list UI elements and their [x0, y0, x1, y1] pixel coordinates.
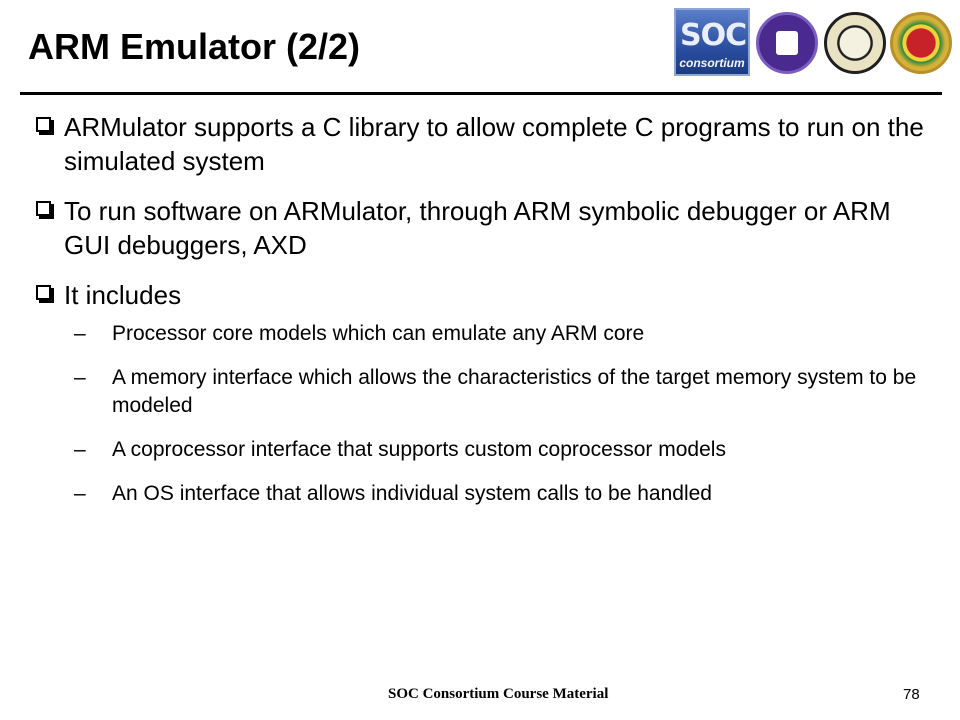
- sub-item: – An OS interface that allows individual…: [36, 480, 942, 508]
- university-seal-purple: [756, 12, 818, 74]
- bullet-text: It includes: [64, 280, 182, 310]
- sub-item-text: A coprocessor interface that supports cu…: [112, 438, 726, 461]
- slide-title: ARM Emulator (2/2): [28, 26, 361, 67]
- footer-text: SOC Consortium Course Material: [388, 686, 609, 702]
- soc-logo-main-text: SOC: [680, 18, 747, 53]
- sub-list: – Processor core models which can emulat…: [36, 320, 936, 508]
- sub-item-text: A memory interface which allows the char…: [112, 366, 917, 417]
- square-bullet-icon: [36, 201, 51, 216]
- sub-item-text: An OS interface that allows individual s…: [112, 482, 712, 505]
- bullet-item: It includes: [36, 278, 936, 312]
- dash-bullet-icon: –: [74, 322, 86, 345]
- sub-item: – A coprocessor interface that supports …: [36, 436, 942, 464]
- bullet-text: ARMulator supports a C library to allow …: [64, 112, 924, 176]
- title-divider: [20, 92, 942, 95]
- dash-bullet-icon: –: [74, 438, 86, 461]
- sub-item-text: Processor core models which can emulate …: [112, 322, 645, 345]
- university-seal-bw: [824, 12, 886, 74]
- sub-item: – A memory interface which allows the ch…: [36, 364, 942, 420]
- sub-item: – Processor core models which can emulat…: [36, 320, 942, 348]
- bullet-item: ARMulator supports a C library to allow …: [36, 110, 936, 178]
- logo-strip: SOC consortium: [674, 6, 954, 86]
- dash-bullet-icon: –: [74, 366, 86, 389]
- soc-logo-sub-text: consortium: [679, 56, 745, 70]
- square-bullet-icon: [36, 117, 51, 132]
- dash-bullet-icon: –: [74, 482, 86, 505]
- square-bullet-icon: [36, 285, 51, 300]
- slide-content: ARMulator supports a C library to allow …: [36, 110, 936, 524]
- soc-consortium-logo: SOC consortium: [674, 8, 750, 76]
- page-number: 78: [903, 686, 920, 703]
- university-seal-red: [890, 12, 952, 74]
- bullet-text: To run software on ARMulator, through AR…: [64, 196, 891, 260]
- bullet-item: To run software on ARMulator, through AR…: [36, 194, 936, 262]
